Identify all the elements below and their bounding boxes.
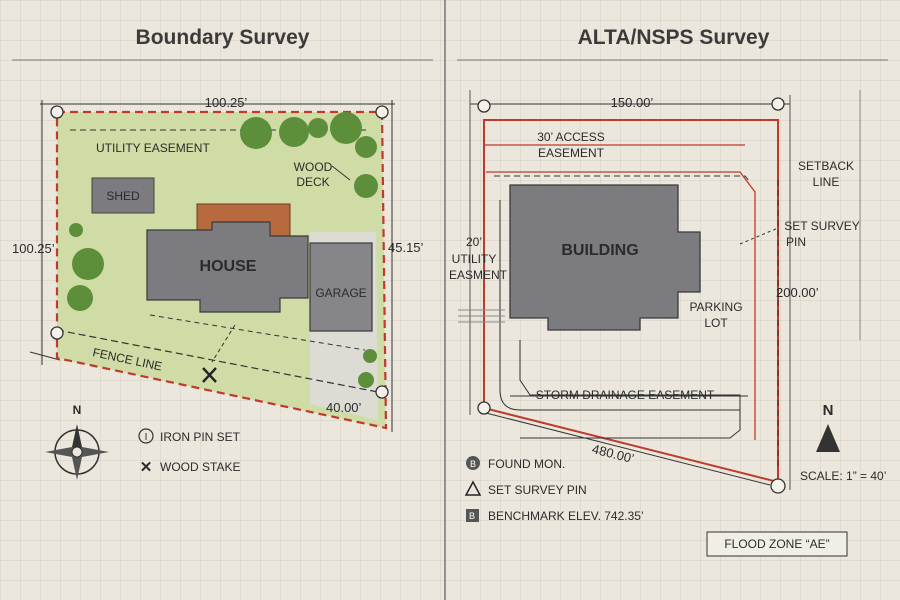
wood-stake-legend: WOOD STAKE: [160, 460, 240, 474]
setback-label-2: LINE: [813, 175, 840, 189]
north-label: N: [73, 403, 82, 417]
house-leader: [211, 324, 236, 363]
bottom-dimension: 40.00’: [326, 400, 362, 415]
alta-top-dimension: 150.00’: [611, 95, 654, 110]
iron-pin-icon: [138, 428, 154, 444]
access-easement-label-1: 30’ ACCESS: [537, 130, 605, 144]
left-dimension: 100.25’: [12, 241, 55, 256]
house: [146, 221, 309, 313]
deck-leader: [331, 165, 351, 181]
bottom-dim-line: [485, 412, 771, 486]
set-pin-label-1: SET SURVEY: [784, 219, 860, 233]
building: [509, 184, 701, 331]
building-label: BUILDING: [561, 242, 638, 259]
found-monument-symbol: B: [470, 459, 476, 469]
access-easement-label-2: EASEMENT: [538, 146, 605, 160]
benchmark-legend: BENCHMARK ELEV. 742.35’: [488, 509, 644, 523]
parking-label-2: LOT: [704, 316, 728, 330]
deck-label: DECK: [296, 175, 329, 189]
garage: [309, 242, 373, 332]
wood-stake-icon: ✕: [140, 459, 153, 476]
found-monument-icon: [466, 456, 480, 470]
compass-rose-icon: [45, 424, 109, 480]
drive-aisle: [499, 200, 740, 411]
parking-label-1: PARKING: [689, 300, 742, 314]
found-monument-legend: FOUND MON.: [488, 457, 565, 471]
alta-north-label: N: [823, 402, 834, 419]
iron-pin-symbol: I: [145, 432, 148, 443]
setback-line: [149, 314, 366, 351]
boundary-survey-title: Boundary Survey: [135, 26, 310, 49]
north-arrow-icon: [816, 424, 840, 452]
easement-dashed: [494, 175, 751, 183]
shed: [91, 177, 155, 214]
set-pin-label-2: PIN: [786, 235, 806, 249]
wood-label: WOOD: [294, 160, 333, 174]
house-label: HOUSE: [200, 258, 257, 275]
garage-label: GARAGE: [315, 286, 366, 300]
setback-label-1: SETBACK: [798, 159, 854, 173]
top-dimension: 100.25’: [205, 95, 248, 110]
benchmark-symbol: B: [469, 511, 475, 521]
fence-extension-line: [29, 351, 61, 361]
alta-survey-plan: 150.00’ 30’ ACCESS EASEMENT SETBACK LINE…: [449, 90, 886, 557]
shed-label: SHED: [106, 189, 140, 203]
set-pin-triangle-icon: [464, 480, 482, 496]
parking-stripes: [458, 309, 505, 323]
utility-label-1: 20’: [466, 235, 482, 249]
utility-label-3: EASMENT: [449, 268, 508, 282]
set-pin-legend: SET SURVEY PIN: [488, 483, 587, 497]
parking-curb: [519, 340, 741, 439]
alta-right-dimension: 200.00’: [776, 285, 819, 300]
benchmark-icon: [466, 509, 479, 522]
wood-stake-marker: [202, 367, 217, 383]
property-boundary: [55, 110, 388, 430]
storm-drainage-label: STORM DRAINAGE EASEMENT: [536, 388, 715, 402]
utility-easement-label: UTILITY EASEMENT: [96, 141, 210, 155]
boundary-survey-plan: 100.25’ 100.25’ 45.15’ 40.00’ UTILITY EA…: [12, 95, 424, 480]
flood-zone-box: [706, 531, 848, 557]
setback-line-red: [486, 171, 756, 440]
alta-survey-title: ALTA/NSPS Survey: [577, 26, 770, 49]
iron-pin-legend: IRON PIN SET: [160, 430, 241, 444]
alta-corner-pins: [477, 97, 786, 494]
flood-zone-label: FLOOD ZONE “AE”: [724, 537, 829, 551]
trees: [67, 112, 378, 388]
corner-pins: [50, 105, 389, 399]
right-dimension: 45.15’: [388, 240, 424, 255]
scale-label: SCALE: 1” = 40’: [800, 469, 886, 483]
utility-label-2: UTILITY: [452, 252, 497, 266]
set-pin-leader: [739, 227, 779, 245]
